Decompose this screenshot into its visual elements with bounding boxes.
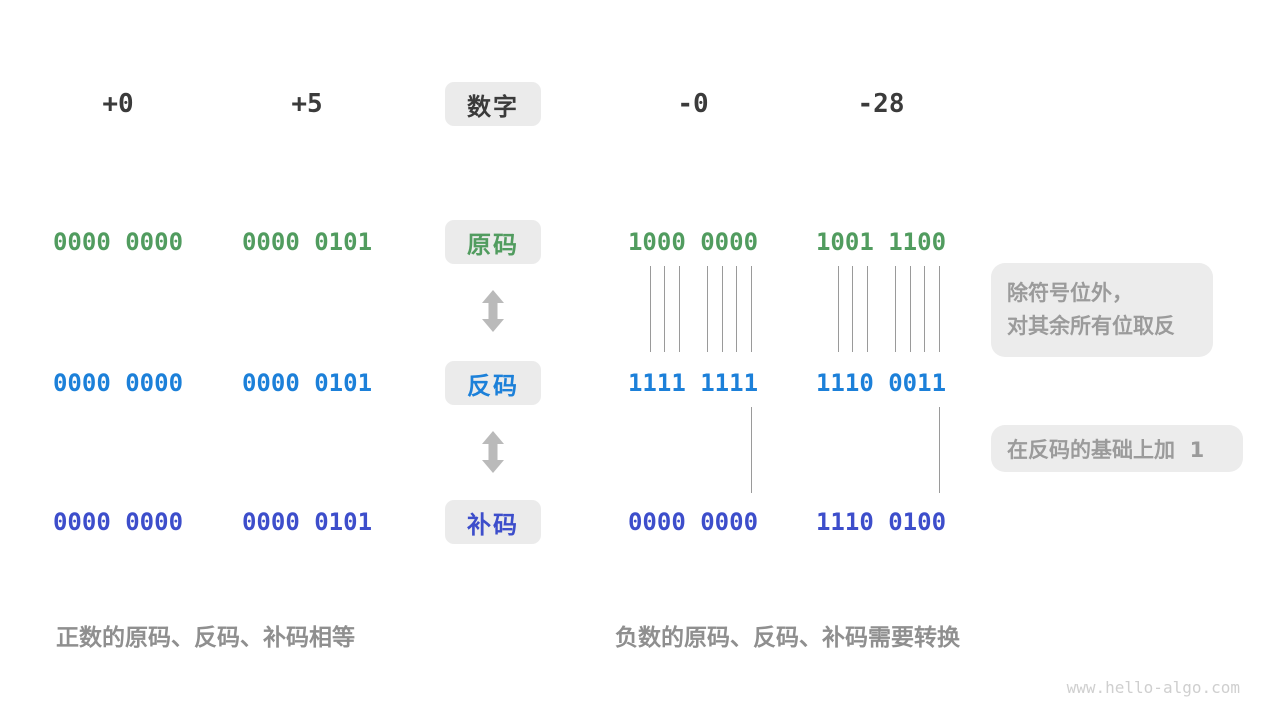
caption-negative: 负数的原码、反码、补码需要转换 — [615, 625, 960, 651]
up-down-arrow-icon — [482, 290, 504, 332]
add-one-note: 在反码的基础上加 1 — [991, 425, 1243, 472]
binary-value: 0000 0000 — [52, 228, 184, 256]
binary-value: 0000 0101 — [241, 369, 373, 397]
binary-value: 1110 0100 — [815, 508, 947, 536]
binary-value: 1110 0011 — [815, 369, 947, 397]
flip-note-line2: 对其余所有位取反 — [1007, 314, 1175, 338]
flip-note: 除符号位外， 对其余所有位取反 — [991, 263, 1213, 357]
binary-value: 0000 0101 — [241, 508, 373, 536]
header-label-minus-0: -0 — [677, 89, 709, 119]
ones-complement-badge: 反码 — [445, 361, 541, 405]
flip-note-line1: 除符号位外， — [1007, 281, 1133, 305]
binary-value: 1111 1111 — [627, 369, 759, 397]
binary-value: 0000 0101 — [241, 228, 373, 256]
binary-value: 0000 0000 — [627, 508, 759, 536]
binary-value: 1000 0000 — [627, 228, 759, 256]
up-down-arrow-icon — [482, 431, 504, 473]
caption-positive: 正数的原码、反码、补码相等 — [56, 625, 355, 651]
binary-value: 0000 0000 — [52, 508, 184, 536]
binary-value: 1001 1100 — [815, 228, 947, 256]
header-label-plus-5: +5 — [291, 89, 323, 119]
header-label-minus-28: -28 — [857, 89, 905, 119]
watermark: www.hello-algo.com — [1066, 678, 1240, 697]
sign-magnitude-badge: 原码 — [445, 220, 541, 264]
twos-complement-badge: 补码 — [445, 500, 541, 544]
binary-value: 0000 0000 — [52, 369, 184, 397]
number-badge: 数字 — [445, 82, 541, 126]
header-label-plus-0: +0 — [102, 89, 134, 119]
